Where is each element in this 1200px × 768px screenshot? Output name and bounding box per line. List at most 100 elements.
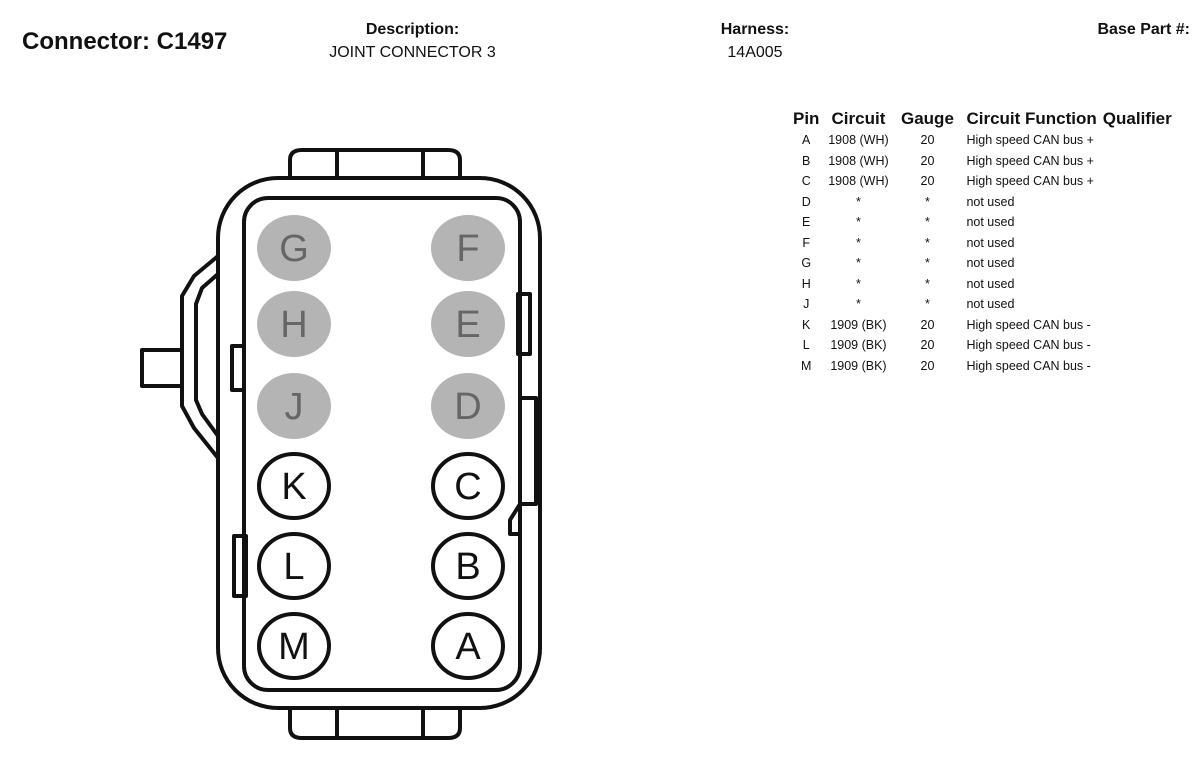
pin-cavity-l: L <box>257 532 331 600</box>
description-block: Description: JOINT CONNECTOR 3 <box>300 21 525 62</box>
pin-circle <box>257 373 331 439</box>
pin-circle <box>431 532 505 600</box>
function-cell: not used <box>966 256 1015 270</box>
function-cell: High speed CAN bus - <box>966 317 1091 332</box>
pin-label: K <box>281 466 306 508</box>
pin-label: C <box>454 466 481 508</box>
function-cell: not used <box>966 276 1015 291</box>
pin-circle <box>257 612 331 680</box>
pin-label: J <box>285 386 304 428</box>
pin-circle <box>431 373 505 439</box>
function-cell: High speed CAN bus - <box>966 358 1091 373</box>
pin-label: H <box>280 304 307 346</box>
pin-cell: M <box>801 358 812 373</box>
pin-circle <box>431 291 505 357</box>
pin-cell: L <box>802 338 810 352</box>
right-side-tab-upper <box>516 292 532 356</box>
pin-label: E <box>455 304 480 346</box>
table-row: D**not used <box>790 192 1175 213</box>
pin-cavity-j: J <box>257 373 331 439</box>
connector-title: Connector: C1497 <box>22 28 228 55</box>
qualifier-cell <box>1100 212 1175 233</box>
gauge-cell: 20 <box>920 317 935 332</box>
pin-cavity-k: K <box>257 452 331 520</box>
qualifier-cell <box>1100 294 1175 315</box>
pin-cell: G <box>801 256 812 270</box>
gauge-cell: 20 <box>920 133 935 147</box>
connector-outer-housing <box>216 176 542 710</box>
side-lock-tab-inner <box>194 272 220 438</box>
circuit-cell: * <box>856 215 861 229</box>
pin-cavity-m: M <box>257 612 331 680</box>
bottom-latch <box>288 708 462 740</box>
harness-label: Harness: <box>720 21 790 38</box>
function-cell: not used <box>966 194 1015 209</box>
gauge-cell: * <box>925 276 930 291</box>
pin-cavity-g: G <box>257 215 331 281</box>
base-part-block: Base Part #: <box>1040 21 1191 39</box>
table-row: H**not used <box>790 274 1175 295</box>
qualifier-cell <box>1100 151 1175 172</box>
gauge-cell: 20 <box>920 338 935 352</box>
pin-cell: D <box>801 194 811 209</box>
pin-circle <box>431 612 505 680</box>
qualifier-cell <box>1100 233 1175 254</box>
harness-block: Harness: 14A005 <box>700 21 810 62</box>
description-value: JOINT CONNECTOR 3 <box>329 44 496 61</box>
qualifier-cell <box>1100 315 1175 336</box>
gauge-cell: * <box>925 235 930 250</box>
pin-cavity-b: B <box>431 532 505 600</box>
description-label: Description: <box>365 21 460 38</box>
gauge-cell: 20 <box>920 153 935 168</box>
qualifier-cell <box>1100 192 1175 213</box>
pin-cavity-a: A <box>431 612 505 680</box>
pin-cavity-c: C <box>431 452 505 520</box>
pin-label: B <box>455 546 480 588</box>
pin-circle <box>431 215 505 281</box>
pin-label: L <box>283 546 304 588</box>
circuit-cell: 1908 (WH) <box>828 174 889 188</box>
gauge-cell: * <box>925 256 930 270</box>
top-latch <box>288 148 462 178</box>
pin-label: M <box>278 626 310 668</box>
qualifier-cell <box>1100 335 1175 356</box>
pin-table-header-row: Pin Circuit Gauge Circuit Function Quali… <box>790 108 1175 130</box>
gauge-cell: 20 <box>920 358 935 373</box>
pin-circle <box>257 532 331 600</box>
table-row: J**not used <box>790 294 1175 315</box>
connector-inner-cavity <box>242 196 522 692</box>
circuit-cell: 1909 (BK) <box>830 317 887 332</box>
pin-label: F <box>456 228 479 270</box>
side-lock-notch <box>230 344 244 392</box>
pin-circle <box>257 215 331 281</box>
pin-circle <box>257 452 331 520</box>
side-lock-post <box>140 348 184 388</box>
qualifier-cell <box>1100 130 1175 151</box>
pin-cell: J <box>803 297 810 311</box>
table-row: E**not used <box>790 212 1175 233</box>
pin-label: A <box>455 626 481 668</box>
circuit-cell: * <box>856 194 861 209</box>
function-cell: High speed CAN bus - <box>966 338 1091 352</box>
function-cell: High speed CAN bus + <box>966 174 1094 188</box>
qualifier-cell <box>1100 171 1175 192</box>
pin-label: G <box>279 228 309 270</box>
pin-circle <box>257 291 331 357</box>
pin-cell: B <box>802 153 811 168</box>
circuit-cell: * <box>856 256 861 270</box>
column-header-circuit: Circuit <box>831 109 886 128</box>
qualifier-cell <box>1100 274 1175 295</box>
pin-cavity-d: D <box>431 373 505 439</box>
circuit-cell: * <box>856 297 861 311</box>
harness-value: 14A005 <box>727 44 783 61</box>
pin-cavity-e: E <box>431 291 505 357</box>
pins-layer: G F H E J D K C L B M A <box>257 215 505 680</box>
left-side-tab-lower <box>232 534 248 598</box>
